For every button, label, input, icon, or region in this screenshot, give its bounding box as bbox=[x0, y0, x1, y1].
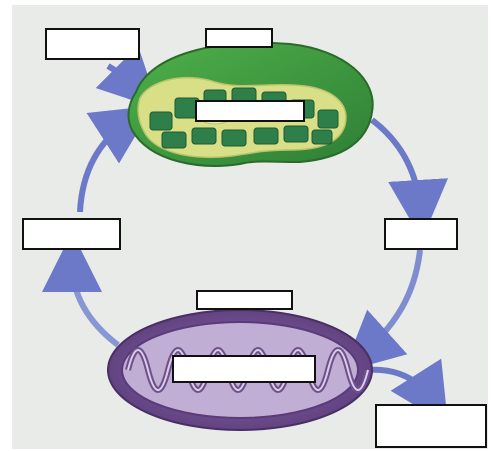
label-box-left[interactable] bbox=[22, 218, 121, 250]
label-box-chloroplast-inner[interactable] bbox=[195, 100, 305, 122]
label-box-top-left[interactable] bbox=[45, 28, 140, 60]
arrow-right-to-mitochondrion bbox=[365, 250, 420, 352]
arrow-input-to-chloroplast bbox=[108, 66, 138, 88]
arrow-mitochondrion-output bbox=[368, 370, 432, 400]
label-box-bottom-right[interactable] bbox=[375, 404, 487, 448]
arrow-left-to-chloroplast bbox=[80, 122, 128, 212]
label-box-top-center[interactable] bbox=[205, 28, 273, 48]
arrow-chloroplast-to-right bbox=[372, 120, 420, 210]
label-box-mitochondrion-top[interactable] bbox=[196, 290, 293, 310]
label-box-mitochondrion-inner[interactable] bbox=[172, 355, 316, 383]
arrow-mitochondrion-to-left bbox=[72, 262, 118, 345]
label-box-right[interactable] bbox=[384, 218, 458, 250]
